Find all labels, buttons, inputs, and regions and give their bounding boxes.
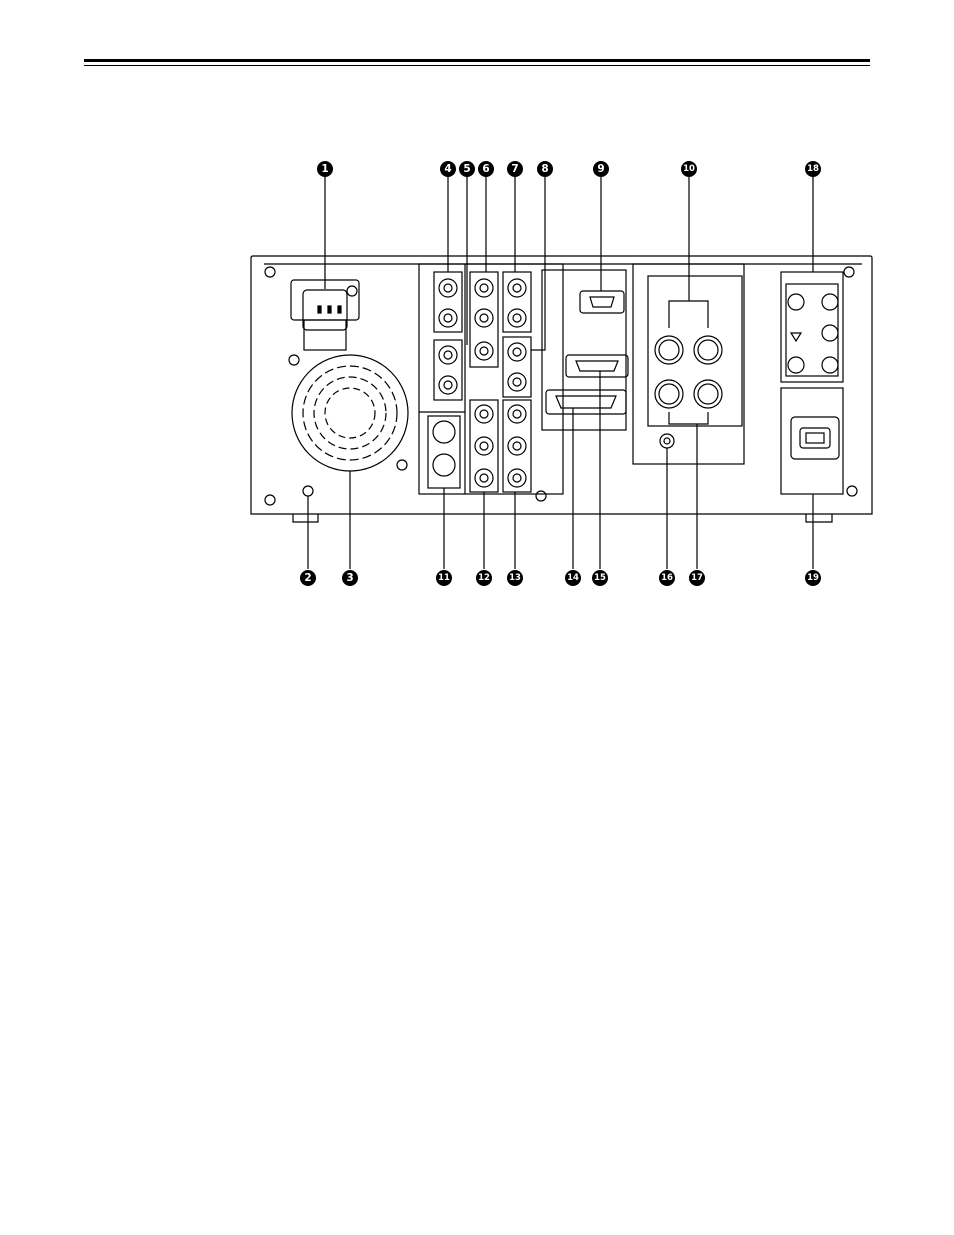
callout-10: 10 xyxy=(681,161,697,177)
svg-text:1: 1 xyxy=(321,163,328,175)
svg-text:10: 10 xyxy=(683,164,695,174)
callout-19: 19 xyxy=(805,570,821,586)
callout-11: 11 xyxy=(436,570,452,586)
callout-9: 9 xyxy=(593,161,609,177)
svg-text:2: 2 xyxy=(304,572,311,584)
svg-text:4: 4 xyxy=(444,163,451,175)
svg-text:11: 11 xyxy=(438,573,450,583)
svg-text:15: 15 xyxy=(594,573,606,583)
svg-text:8: 8 xyxy=(541,163,548,175)
callout-14: 14 xyxy=(565,570,581,586)
callout-18: 18 xyxy=(805,161,821,177)
fan-grille xyxy=(292,355,408,471)
callout-5: 5 xyxy=(459,161,475,177)
svg-text:18: 18 xyxy=(807,164,819,174)
svg-text:5: 5 xyxy=(463,163,470,175)
svg-text:16: 16 xyxy=(661,573,673,583)
callout-15: 15 xyxy=(592,570,608,586)
callout-8: 8 xyxy=(537,161,553,177)
ac-inlet xyxy=(291,280,359,350)
left-foot xyxy=(293,514,318,522)
callout-3: 3 xyxy=(342,570,358,586)
callout-17: 17 xyxy=(689,570,705,586)
chassis-outline xyxy=(251,256,872,514)
svg-text:19: 19 xyxy=(807,573,819,583)
callout-7: 7 xyxy=(507,161,523,177)
callout-12: 12 xyxy=(476,570,492,586)
callout-4: 4 xyxy=(440,161,456,177)
screws xyxy=(265,267,857,505)
callout-16: 16 xyxy=(659,570,675,586)
svg-text:3: 3 xyxy=(346,572,353,584)
callout-6: 6 xyxy=(478,161,494,177)
svg-text:13: 13 xyxy=(509,573,521,583)
svg-text:14: 14 xyxy=(567,573,579,583)
svg-text:12: 12 xyxy=(478,573,490,583)
svg-text:9: 9 xyxy=(597,163,604,175)
callout-2: 2 xyxy=(300,570,316,586)
callout-1: 1 xyxy=(317,161,333,177)
svg-text:7: 7 xyxy=(511,163,518,175)
svg-text:6: 6 xyxy=(482,163,489,175)
right-foot xyxy=(806,514,832,522)
svg-text:17: 17 xyxy=(691,573,703,583)
callout-13: 13 xyxy=(507,570,523,586)
